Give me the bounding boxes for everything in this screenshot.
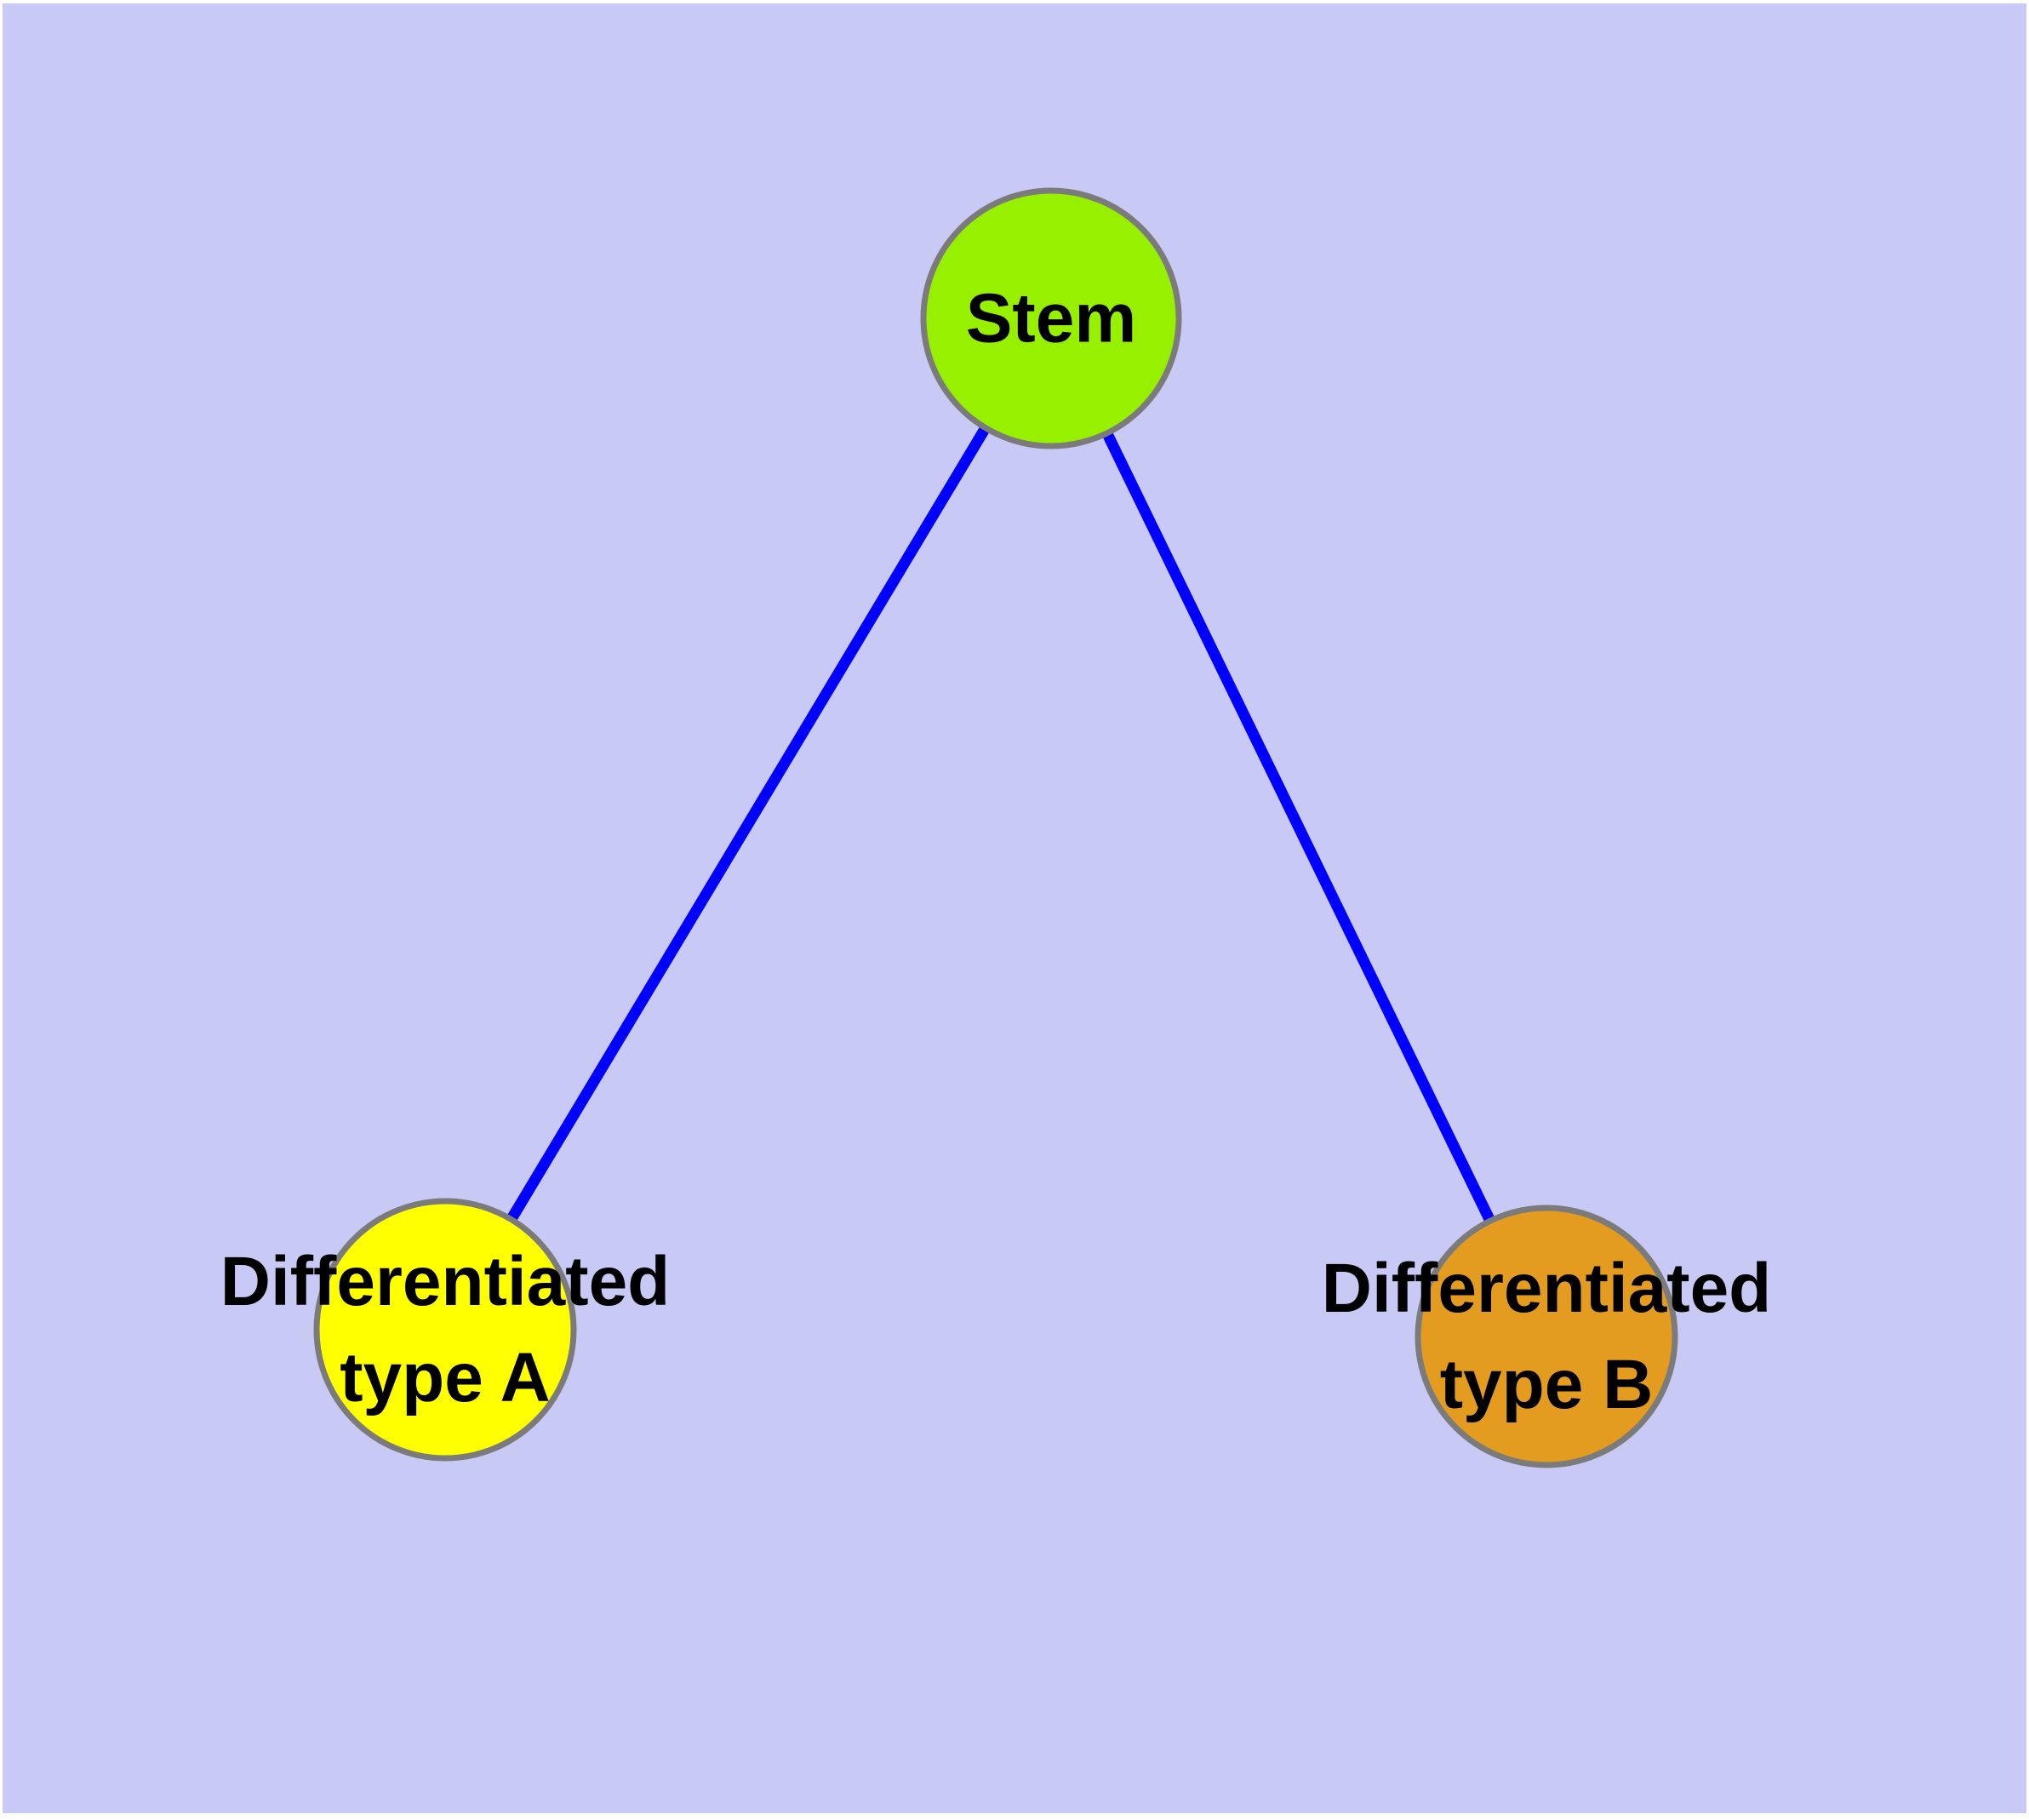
edge-stem-to-type-b xyxy=(1046,316,1552,1339)
node-stem-label: Stem xyxy=(966,271,1137,367)
node-stem-circle xyxy=(920,187,1182,449)
node-type-a-label-line2: type A xyxy=(340,1339,551,1417)
node-type-a-label: Differentiated type A xyxy=(220,1233,671,1426)
node-stem-label-line1: Stem xyxy=(965,279,1137,358)
node-type-b-label-line1: Differentiated xyxy=(1321,1250,1772,1327)
node-type-a-circle xyxy=(313,1198,577,1462)
node-type-b-circle xyxy=(1415,1205,1678,1468)
edge-stem-to-type-a xyxy=(440,315,1056,1333)
node-type-a-label-line1: Differentiated xyxy=(220,1243,671,1320)
node-type-b-label-line2: type B xyxy=(1439,1346,1654,1423)
node-type-b-label: Differentiated type B xyxy=(1322,1240,1772,1433)
